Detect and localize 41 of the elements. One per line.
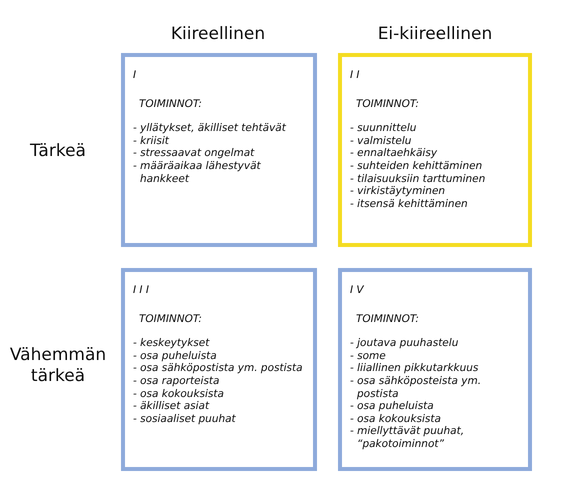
list-item: - keskeytykset <box>133 337 211 350</box>
list-item: - valmistelu <box>350 134 412 148</box>
list-item: - yllätykset, äkilliset tehtävät <box>133 122 288 135</box>
list-item: - osa kokouksista <box>350 412 442 426</box>
quadrant-number: I V <box>350 284 365 297</box>
list-item: - liiallinen pikkutarkkuus <box>350 362 480 375</box>
list-item: - tilaisuuksiin tarttuminen <box>350 172 486 186</box>
section-heading: TOIMINNOT: <box>356 98 420 110</box>
list-item: - itsensä kehittäminen <box>350 198 469 210</box>
list-item: - osa sähköpostista ym. postista <box>133 362 304 375</box>
list-item: - sosiaaliset puuhat <box>133 412 237 426</box>
list-item: - ennaltaehkäisy <box>350 147 438 160</box>
list-item: - suunnittelu <box>350 122 418 135</box>
list-item: - some <box>350 350 387 362</box>
list-item: - osa puheluista <box>133 350 218 362</box>
quadrant-box <box>121 268 317 471</box>
list-item: - osa kokouksista <box>133 388 225 400</box>
section-heading: TOIMINNOT: <box>139 312 203 326</box>
quadrant-number: I I I <box>133 284 150 297</box>
quadrant-box <box>121 53 317 247</box>
section-heading: TOIMINNOT: <box>139 98 203 110</box>
list-item: - virkistäytyminen <box>350 185 446 198</box>
list-item: - äkilliset asiat <box>133 400 210 413</box>
row-heading: Vähemmän tärkeä <box>8 345 108 387</box>
column-heading: Ei-kiireellinen <box>376 24 494 45</box>
list-item: - osa puheluista <box>350 400 435 413</box>
quadrant-box <box>338 53 532 247</box>
row-heading: Tärkeä <box>29 141 87 162</box>
list-item: - miellyttävät puuhat, “pakotoiminnot” <box>350 425 466 451</box>
list-item: - joutava puuhastelu <box>350 337 460 350</box>
list-item: - kriisit <box>133 134 170 148</box>
section-heading: TOIMINNOT: <box>356 312 420 326</box>
list-item: - suhteiden kehittäminen <box>350 160 484 173</box>
list-item: - osa sähköposteista ym. postista <box>350 374 482 400</box>
list-item: - stressaavat ongelmat <box>133 147 256 160</box>
list-item: - määräaikaa lähestyvät hankkeet <box>133 160 262 186</box>
quadrant-number: I <box>133 69 138 82</box>
list-item: - osa raporteista <box>133 374 220 388</box>
quadrant-box <box>338 268 532 471</box>
column-heading: Kiireellinen <box>170 24 266 45</box>
quadrant-number: I I <box>350 69 361 82</box>
